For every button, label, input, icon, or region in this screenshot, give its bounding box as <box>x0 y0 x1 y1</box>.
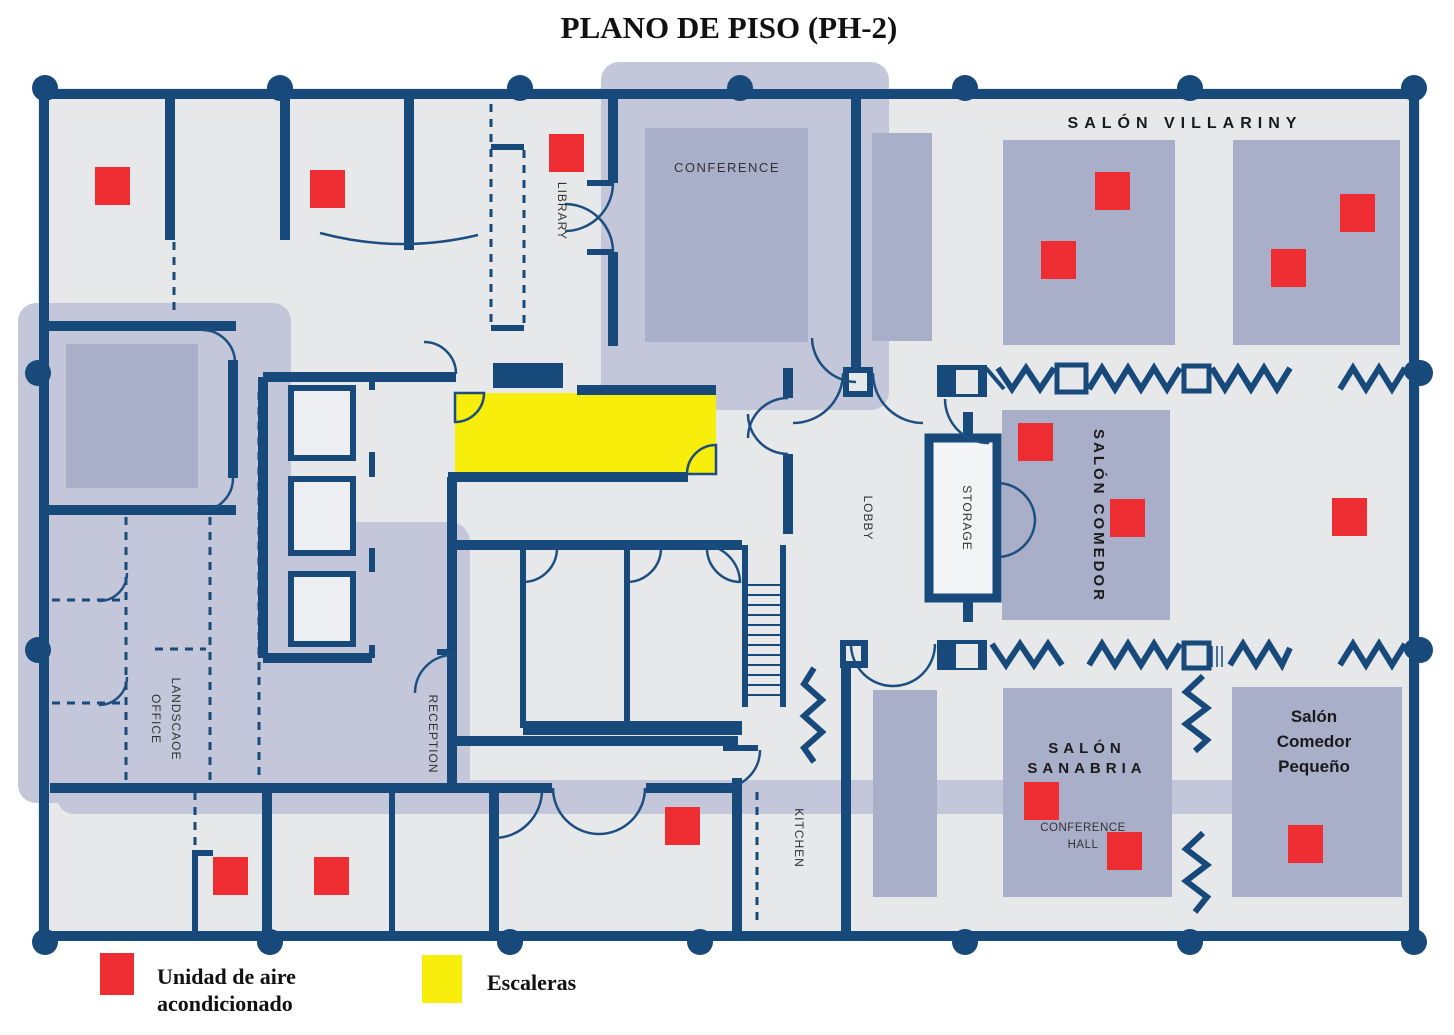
label-storage: STORAGE <box>960 485 974 550</box>
legend: Unidad de aire acondicionado Escaleras <box>100 953 577 1016</box>
storage-room <box>924 433 1002 603</box>
label-comedor: SALÓN COMEDOR <box>1090 429 1108 603</box>
label-landscape-office-2: OFFICE <box>149 694 163 744</box>
door-blocks <box>840 361 1430 670</box>
ac-unit <box>1107 832 1142 870</box>
ac-unit <box>314 857 349 895</box>
label-kitchen: KITCHEN <box>792 808 806 868</box>
label-pequeno-2: Comedor <box>1277 732 1352 751</box>
legend-stairs-swatch <box>422 955 462 1003</box>
ac-unit <box>1288 825 1323 863</box>
ac-unit <box>665 807 700 845</box>
legend-ac-label-2: acondicionado <box>157 991 293 1016</box>
stairs-notch <box>685 443 718 476</box>
ac-unit <box>1018 423 1053 461</box>
elevator-cell <box>288 385 356 461</box>
ac-unit <box>549 134 584 172</box>
ac-unit <box>1271 249 1306 287</box>
label-library: LIBRARY <box>555 182 569 240</box>
ac-unit <box>310 170 345 208</box>
label-landscape-office-1: LANDSCAOE <box>169 677 183 760</box>
strip-top <box>872 133 932 341</box>
ac-unit <box>1332 498 1367 536</box>
elevator-cell <box>288 476 356 556</box>
label-lobby: LOBBY <box>861 495 875 540</box>
folding-partitions <box>799 362 1408 914</box>
ac-unit <box>1095 172 1130 210</box>
ac-unit <box>213 857 248 895</box>
conference-table <box>645 128 808 342</box>
strip-bottom <box>873 690 937 897</box>
door-arcs <box>98 182 1037 840</box>
stair-landing <box>493 363 563 388</box>
staircase-treads <box>748 584 780 696</box>
label-conference: CONFERENCE <box>674 160 780 175</box>
label-sanabria-1: SALÓN <box>1048 739 1126 757</box>
table-areas <box>66 128 1402 897</box>
stairs <box>455 393 716 474</box>
villariny-table-left <box>1003 140 1175 345</box>
ac-unit <box>95 167 130 205</box>
label-pequeno-1: Salón <box>1291 707 1337 726</box>
legend-ac-swatch <box>100 953 134 995</box>
elevator-cell <box>288 571 356 647</box>
label-sanabria-2: SANABRIA <box>1027 760 1146 777</box>
label-conference-hall-1: CONFERENCE <box>1040 822 1126 834</box>
ac-unit <box>1110 499 1145 537</box>
ac-units-layer <box>95 134 1375 895</box>
left-room-table <box>66 344 198 488</box>
zone-reception <box>57 522 470 812</box>
stairs-notch <box>453 391 486 424</box>
legend-stairs-label: Escaleras <box>487 970 577 995</box>
columns <box>25 75 1433 955</box>
label-conference-hall-2: HALL <box>1068 839 1099 851</box>
ac-unit <box>1024 782 1059 820</box>
ac-unit <box>1041 241 1076 279</box>
page-title: PLANO DE PISO (PH-2) <box>561 10 898 45</box>
ac-unit <box>1340 194 1375 232</box>
villariny-table-right <box>1233 140 1400 345</box>
labels: PLANO DE PISO (PH-2) SALÓN VILLARINY CON… <box>149 10 1352 868</box>
legend-ac-label-1: Unidad de aire <box>157 964 296 989</box>
stairs-area <box>453 391 718 476</box>
label-pequeno-3: Pequeño <box>1278 757 1350 776</box>
label-villariny: SALÓN VILLARINY <box>1068 113 1303 132</box>
dashed-partitions <box>52 104 759 926</box>
label-reception: RECEPTION <box>426 694 440 773</box>
